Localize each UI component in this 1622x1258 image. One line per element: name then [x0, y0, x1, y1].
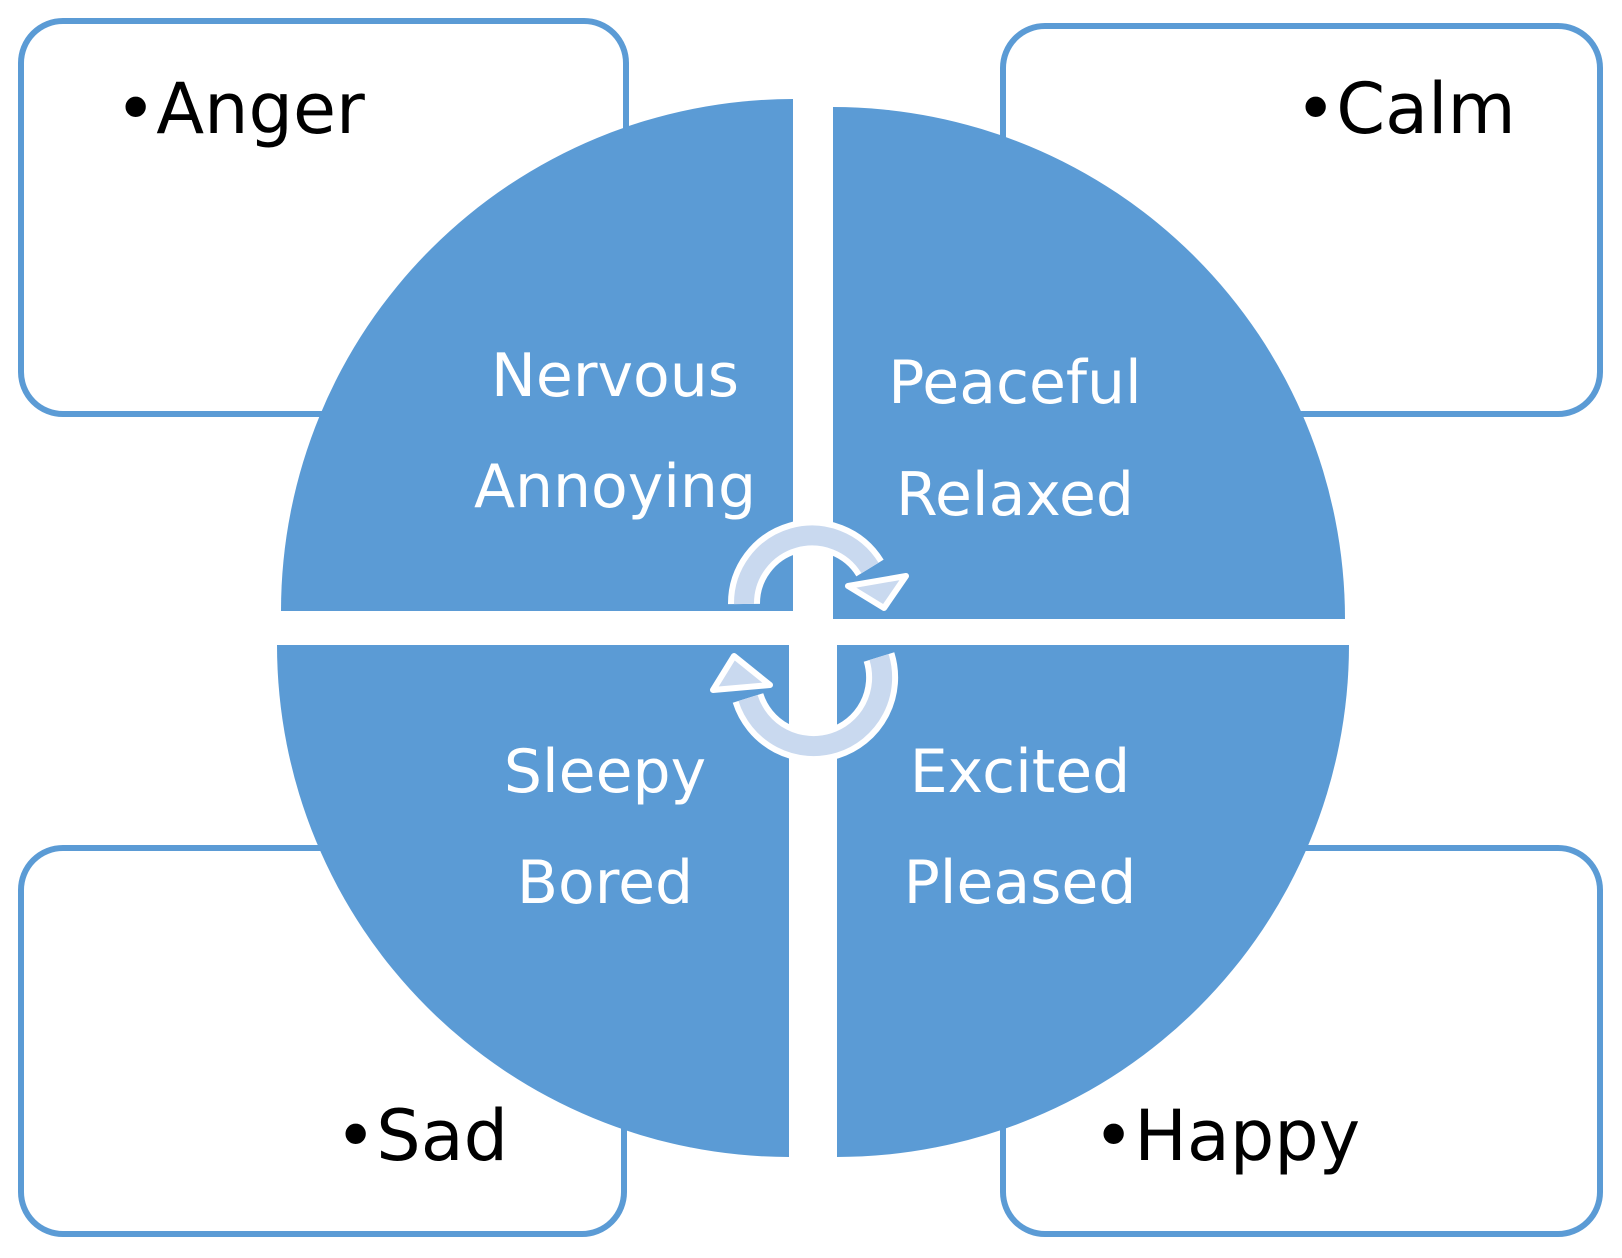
quadrant-top-left: [281, 99, 793, 611]
quadrant-top-right-line2: Relaxed: [896, 460, 1134, 530]
quadrant-top-right-line1: Peaceful: [888, 348, 1141, 418]
quadrant-top-left-line2: Annoying: [474, 452, 756, 522]
quadrant-bottom-left-line1: Sleepy: [504, 737, 706, 807]
box-label-anger: •Anger: [115, 68, 365, 150]
box-label-sad: •Sad: [335, 1095, 508, 1177]
quadrant-bottom-left: [277, 645, 789, 1157]
quadrant-bottom-right: [837, 645, 1349, 1157]
cycle-arrows-icon: [710, 519, 909, 763]
quadrant-top-right: [833, 107, 1345, 619]
bottom-cycle-arrow-icon: [710, 652, 899, 763]
quadrant-top-left-line1: Nervous: [491, 341, 739, 411]
quadrant-bottom-right-line1: Excited: [910, 737, 1131, 807]
box-label-calm: •Calm: [1295, 68, 1516, 150]
top-cycle-arrow-icon: [727, 519, 909, 611]
quadrant-bottom-right-line2: Pleased: [904, 848, 1137, 918]
quadrant-bottom-left-line2: Bored: [517, 848, 693, 918]
box-label-happy: •Happy: [1093, 1095, 1360, 1177]
